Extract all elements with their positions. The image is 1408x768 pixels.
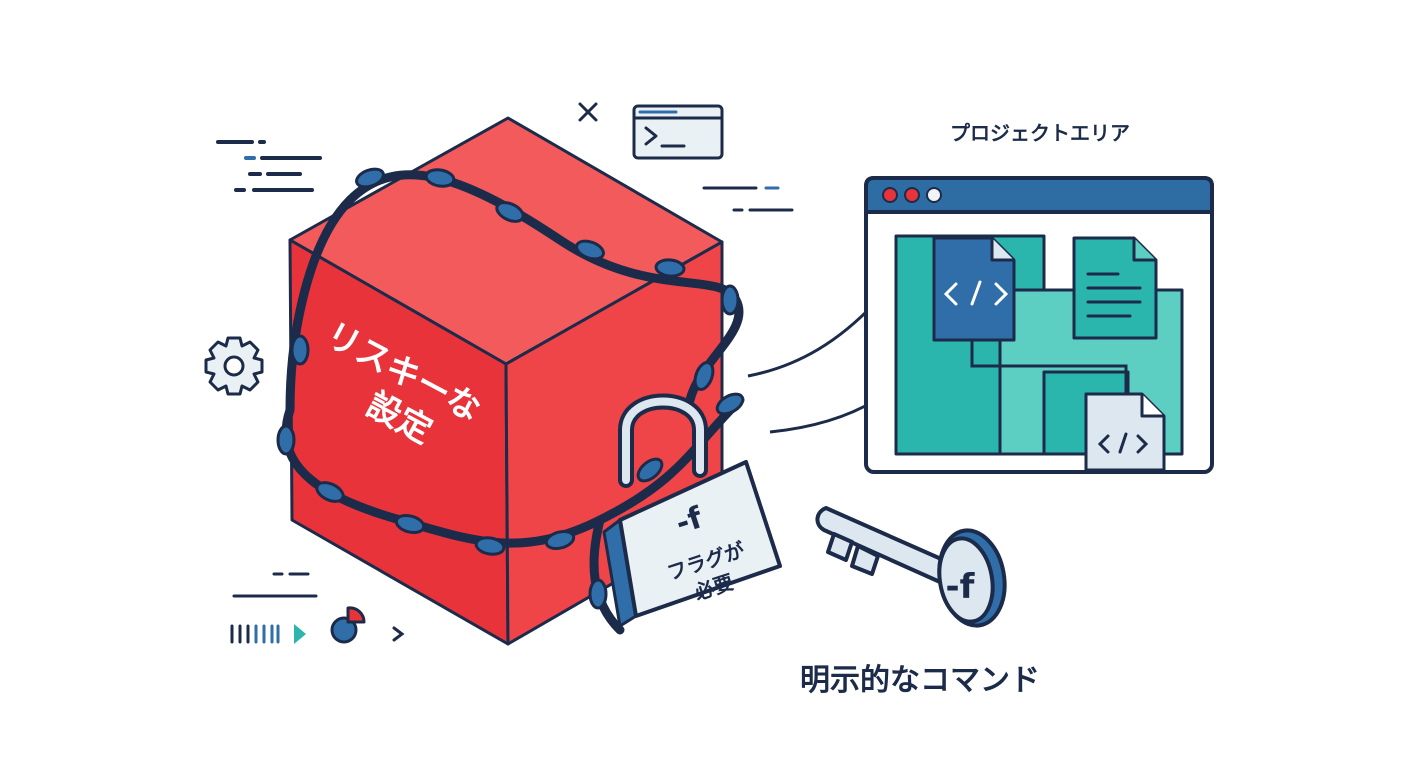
code-file-icon-small (1084, 392, 1166, 472)
window-dot-red (882, 187, 898, 203)
risky-settings-box (288, 116, 724, 646)
window-dot-2 (904, 187, 920, 203)
key-flag: -f (946, 567, 976, 607)
terminal-window-icon (632, 104, 724, 160)
arrow-upper (747, 299, 879, 378)
project-area-title: プロジェクトエリア (950, 121, 1130, 145)
chain-links (276, 167, 745, 610)
speed-lines-right (702, 186, 794, 212)
chevron-right-icon (392, 626, 405, 642)
arrow-lower (769, 397, 880, 434)
gear-icon (204, 336, 264, 396)
window-dot-3 (926, 187, 942, 203)
padlock-icon (602, 393, 782, 628)
speed-lines-left (216, 140, 322, 192)
pie-chart-icon (330, 606, 366, 644)
sparkle-icon (578, 102, 598, 122)
padlock-body (618, 460, 782, 618)
decor-bottom-left (230, 572, 318, 644)
text-file-icon (1072, 236, 1158, 340)
play-triangle-icon (294, 624, 306, 644)
key-icon (815, 506, 1007, 628)
command-label: 明示的なコマンド (800, 663, 1040, 698)
code-file-icon (932, 236, 1016, 342)
